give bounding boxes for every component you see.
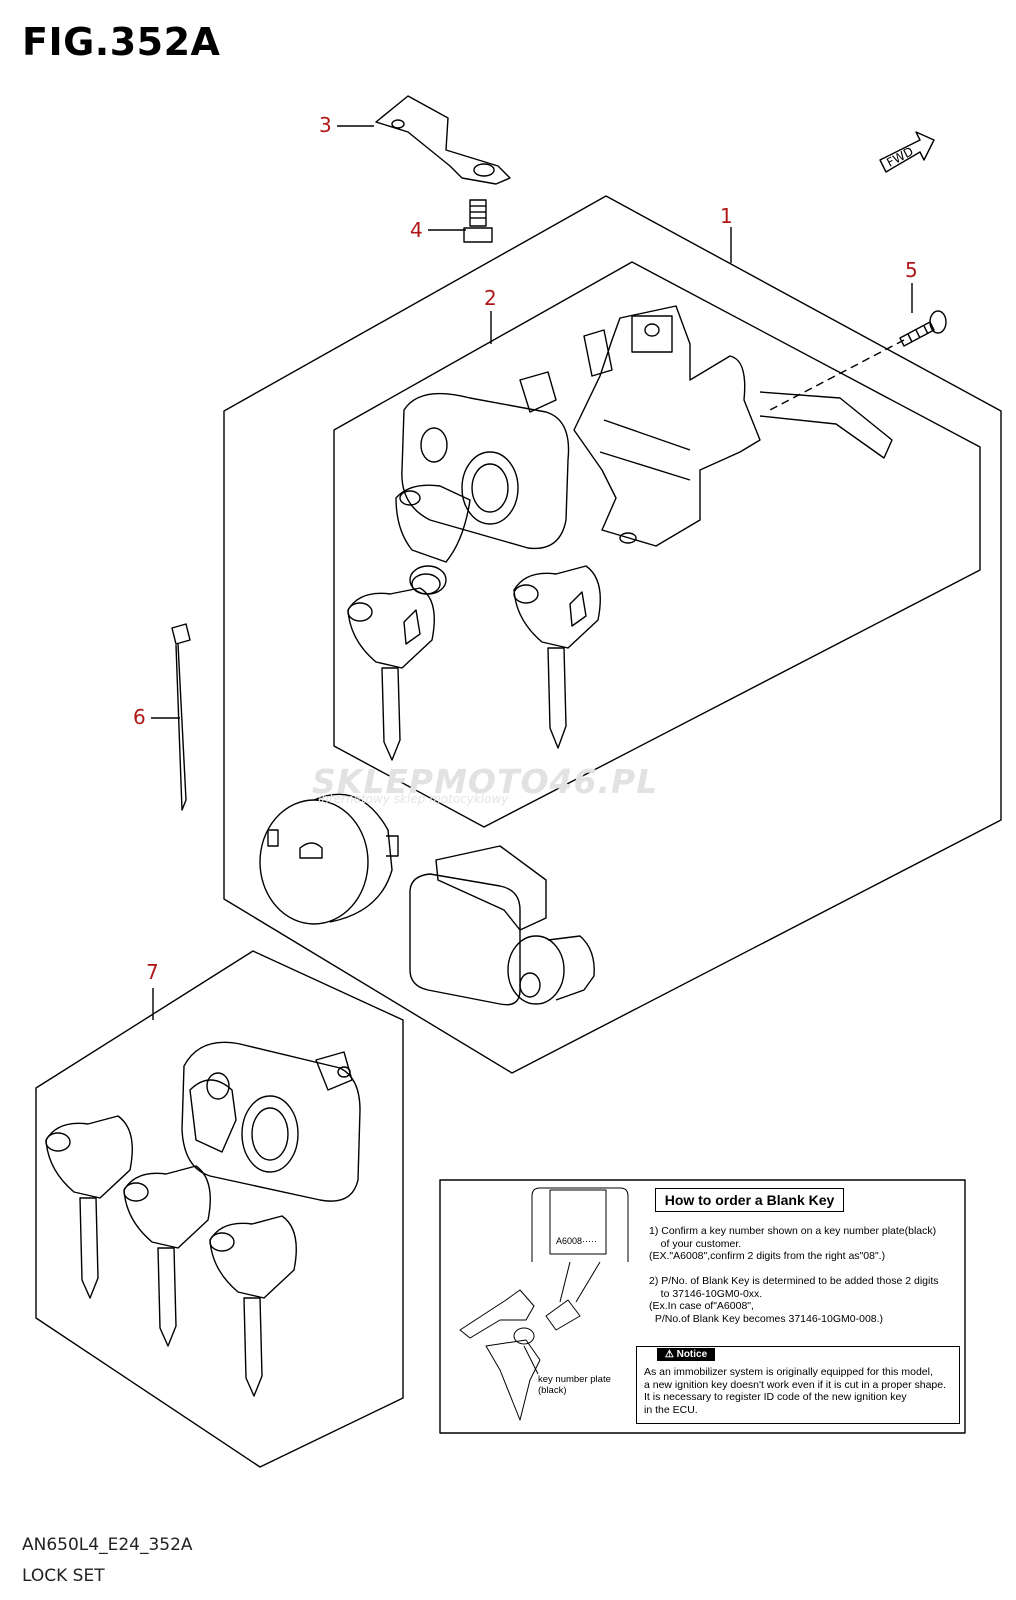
model-code: AN650L4_E24_352A [22, 1535, 193, 1555]
replacement-switch [181, 1041, 361, 1202]
bolt-part-4 [463, 199, 493, 243]
key-plate-illustration [459, 1187, 629, 1421]
group-2-outline [333, 261, 981, 828]
blank-key-heading: How to order a Blank Key [655, 1188, 844, 1212]
notice-text: As an immobilizer system is originally e… [644, 1366, 947, 1416]
ignition-key-2 [513, 565, 601, 749]
info-box [439, 1179, 966, 1434]
notice-title-text: Notice [676, 1349, 708, 1360]
key-plate-caption: key number plate (black) [538, 1374, 611, 1396]
callout-4: 4 [410, 218, 423, 242]
notice-title: ⚠ Notice [657, 1348, 715, 1361]
callout-7: 7 [146, 960, 159, 984]
blank-key-step-2: 2) P/No. of Blank Key is determined to b… [649, 1275, 939, 1325]
callout-1: 1 [720, 204, 733, 228]
figure-title: FIG.352A [22, 20, 221, 64]
notice-box [636, 1346, 960, 1424]
ignition-switch-assembly [401, 305, 893, 550]
blank-key-step-1: 1) Confirm a key number shown on a key n… [649, 1225, 937, 1262]
screw-part-5 [899, 310, 947, 347]
replacement-key-1 [45, 1115, 133, 1299]
callout-6: 6 [133, 705, 146, 729]
ignition-key-1 [347, 587, 435, 761]
group-7-outline [35, 950, 404, 1468]
watermark: SKLEPMOTO46.PL [312, 762, 659, 801]
key-plate-code: A6008····· [556, 1236, 598, 1246]
group-1-outline [223, 195, 1002, 1074]
bracket-part-3 [375, 95, 511, 185]
helmet-lock [409, 845, 595, 1006]
watermark-subtext: internetowy sklep motocyklowy [318, 792, 509, 806]
section-name: LOCK SET [22, 1566, 105, 1586]
callout-3: 3 [319, 113, 332, 137]
fwd-arrow [879, 131, 935, 173]
key-fob [395, 484, 471, 595]
seat-lock-cylinder [259, 793, 399, 925]
cable-tie-part-6 [171, 623, 191, 811]
callout-5: 5 [905, 258, 918, 282]
replacement-key-2 [123, 1165, 211, 1347]
replacement-key-3 [209, 1215, 297, 1397]
callout-2: 2 [484, 286, 497, 310]
